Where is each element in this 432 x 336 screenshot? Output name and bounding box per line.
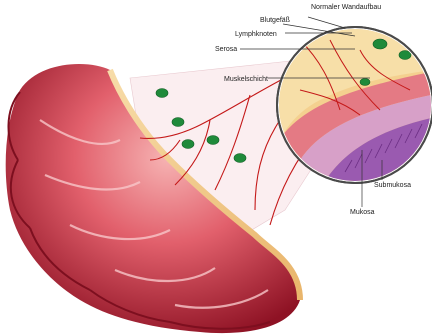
label-mucosa: Mukosa [350,209,375,216]
lymph-node [207,136,219,145]
label-submucosa: Submukosa [374,182,411,189]
lymph-node [234,154,246,163]
magnified-wall-section [277,27,432,183]
label-muscle-layer: Muskelschicht [224,76,268,83]
lymph-node [172,118,184,127]
lymph-node [182,140,194,149]
lymph-node [156,89,168,98]
label-lymph-node: Lymphknoten [235,31,277,38]
label-blood-vessel: Blutgefäß [260,17,290,24]
label-normal-wall: Normaler Wandaufbau [311,4,381,11]
label-serosa: Serosa [215,46,237,53]
